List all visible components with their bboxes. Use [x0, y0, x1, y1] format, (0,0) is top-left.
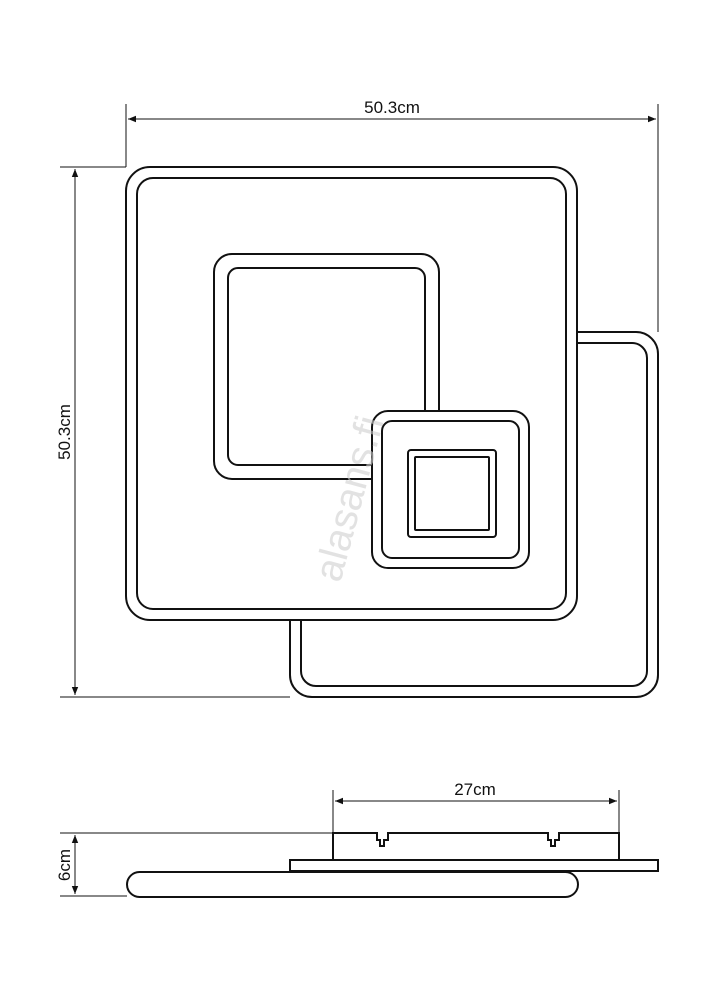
side-view — [126, 832, 659, 898]
side-height-label: 50.3cm — [55, 404, 74, 460]
module-width-label: 27cm — [454, 780, 496, 799]
top-width-dimension — [125, 104, 659, 332]
module-width-dimension — [332, 790, 620, 833]
top-width-label: 50.3cm — [364, 98, 420, 117]
lower-ring — [126, 871, 579, 898]
center-square — [371, 410, 530, 569]
depth-label: 6cm — [55, 849, 74, 881]
side-height-dimension — [60, 166, 290, 698]
depth-dimension — [60, 832, 333, 897]
mounting-plate — [332, 832, 620, 860]
top-view — [125, 166, 659, 698]
base-plate — [289, 859, 659, 872]
